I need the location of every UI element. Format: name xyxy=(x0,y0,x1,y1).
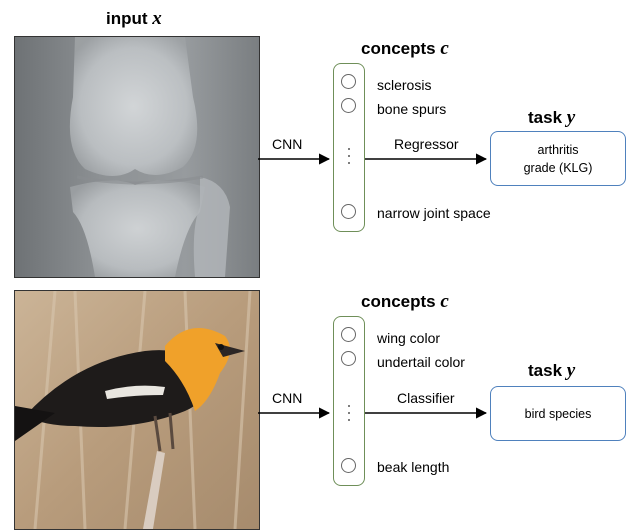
task-box-arthritis: arthritis grade (KLG) xyxy=(490,131,626,186)
concept-label: beak length xyxy=(377,459,449,475)
concept-box-1 xyxy=(333,63,365,232)
circle-icon xyxy=(341,204,356,219)
task-box-bird-species: bird species xyxy=(490,386,626,441)
circle-icon xyxy=(341,98,356,113)
circle-icon xyxy=(341,74,356,89)
vertical-ellipsis-icon xyxy=(348,148,351,169)
concepts-title-1: concepts c xyxy=(361,38,449,60)
concept-label: undertail color xyxy=(377,354,465,370)
vertical-ellipsis-icon xyxy=(348,405,351,426)
regressor-label: Regressor xyxy=(394,136,459,152)
concepts-title-2: concepts c xyxy=(361,291,449,313)
task-title-2: task y xyxy=(528,360,575,382)
circle-icon xyxy=(341,458,356,473)
concept-label: sclerosis xyxy=(377,77,431,93)
concept-box-2 xyxy=(333,316,365,486)
concept-label: bone spurs xyxy=(377,101,446,117)
circle-icon xyxy=(341,351,356,366)
task-title-1: task y xyxy=(528,107,575,129)
circle-icon xyxy=(341,327,356,342)
cnn-label-1: CNN xyxy=(272,136,302,152)
classifier-label: Classifier xyxy=(397,390,455,406)
cnn-label-2: CNN xyxy=(272,390,302,406)
concept-label: narrow joint space xyxy=(377,205,491,221)
concept-label: wing color xyxy=(377,330,440,346)
